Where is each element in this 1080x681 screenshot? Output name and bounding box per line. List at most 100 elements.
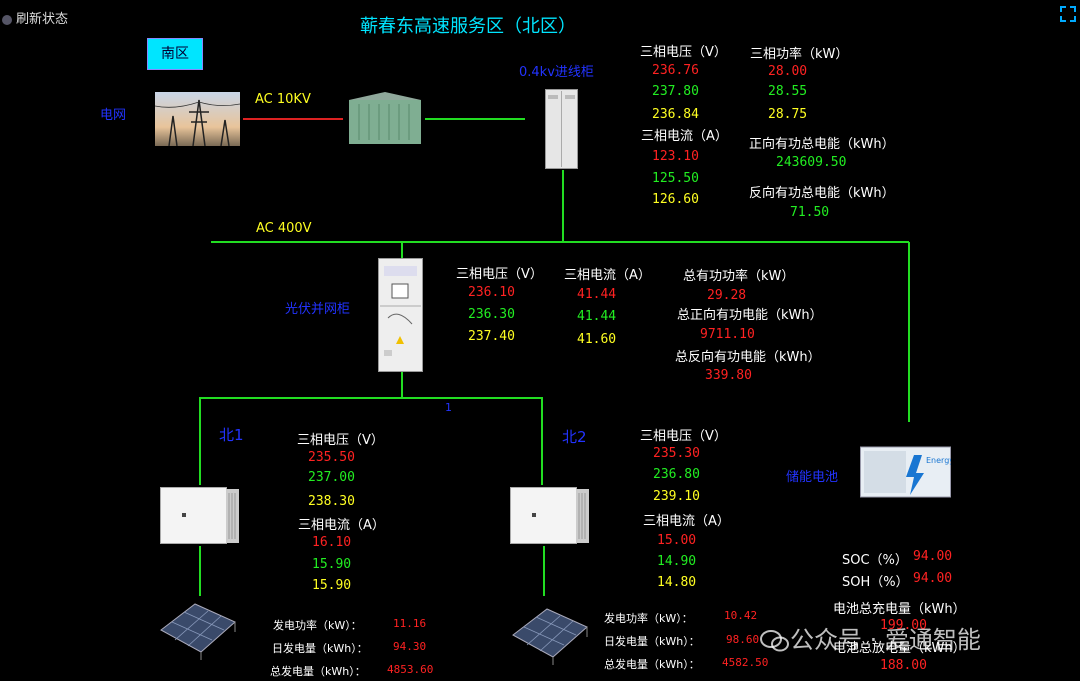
north2-voltage-b: 236.80: [653, 467, 700, 482]
grid-feeder-line: [243, 118, 343, 120]
pv-current-a: 41.44: [577, 287, 617, 302]
north1-current-a: 16.10: [312, 535, 352, 550]
page-title: 蕲春东高速服务区（北区）: [360, 16, 576, 37]
top-voltage-a: 236.76: [652, 63, 699, 78]
north1-gen-power: 11.16: [393, 617, 427, 630]
pv-total-power-title: 总有功功率（kW）: [683, 269, 795, 284]
battery-charge-title: 电池总充电量（kWh）: [833, 602, 966, 617]
north1-panel-line: [199, 546, 201, 596]
top-current-title: 三相电流（A）: [641, 129, 728, 144]
watermark: 公众号 · 爱通智能: [760, 620, 981, 655]
battery-charge-value: 199.00: [880, 618, 927, 633]
north1-voltage-title: 三相电压（V）: [297, 433, 384, 448]
transformer-link-line: [425, 118, 525, 120]
north1-current-title: 三相电流（A）: [298, 518, 385, 533]
north2-feed-line: [541, 397, 543, 485]
incoming-cabinet-drop-line: [562, 170, 564, 242]
top-power-title: 三相功率（kW）: [750, 47, 849, 62]
ac10kv-label: AC 10KV: [255, 92, 311, 107]
pv-cabinet-feed-line: [401, 242, 403, 258]
soh-label: SOH（%）: [842, 575, 909, 590]
north1-current-c: 15.90: [312, 578, 352, 593]
pv-total-power: 29.28: [707, 288, 747, 303]
transformer-image: [345, 90, 425, 146]
north2-total-energy: 4582.50: [722, 656, 769, 669]
north2-voltage-c: 239.10: [653, 489, 700, 504]
top-voltage-b: 237.80: [652, 84, 699, 99]
refresh-status[interactable]: 刷新状态: [2, 8, 68, 27]
top-current-c: 126.60: [652, 192, 699, 207]
north2-gen-power: 10.42: [724, 609, 758, 622]
north2-solar-panel-image: [507, 605, 589, 665]
top-reverse-energy-title: 反向有功总电能（kWh）: [749, 186, 895, 201]
ac400v-label: AC 400V: [256, 221, 312, 236]
top-voltage-c: 236.84: [652, 107, 699, 122]
north2-panel-line: [543, 546, 545, 596]
pv-voltage-a: 236.10: [468, 285, 515, 300]
pv-voltage-title: 三相电压（V）: [456, 267, 543, 282]
north1-voltage-a: 235.50: [308, 450, 355, 465]
storage-brand: Energy: [926, 456, 951, 465]
north1-total-energy-label: 总发电量（kWh）：: [270, 665, 366, 678]
top-power-c: 28.75: [768, 107, 808, 122]
north2-current-title: 三相电流（A）: [643, 514, 730, 529]
top-forward-energy: 243609.50: [776, 155, 847, 170]
fullscreen-icon[interactable]: [1060, 6, 1076, 22]
north1-voltage-b: 237.00: [308, 470, 355, 485]
battery-discharge-value: 188.00: [880, 658, 927, 673]
north2-inverter-image: [510, 487, 590, 544]
pv-forward-energy: 9711.10: [700, 327, 755, 342]
watermark-text: 公众号 · 爱通智能: [790, 626, 981, 654]
north2-voltage-a: 235.30: [653, 446, 700, 461]
north1-day-energy: 94.30: [393, 640, 427, 653]
north1-inverter-image: [160, 487, 240, 544]
incoming-cabinet-image: [545, 89, 578, 169]
top-power-b: 28.55: [768, 84, 808, 99]
north1-label: 北1: [219, 426, 244, 444]
top-current-a: 123.10: [652, 149, 699, 164]
pv-voltage-b: 236.30: [468, 307, 515, 322]
pv-cabinet-image: [378, 258, 423, 372]
pv-reverse-energy-title: 总反向有功电能（kWh）: [675, 350, 821, 365]
north2-current-c: 14.80: [657, 575, 697, 590]
ac400v-bus-line: [211, 241, 909, 243]
pv-current-title: 三相电流（A）: [564, 268, 651, 283]
battery-discharge-title: 电池总放电量（kWh）: [833, 641, 966, 656]
soh-value: 94.00: [913, 571, 953, 586]
status-dot-icon: [2, 14, 12, 25]
soc-value: 94.00: [913, 549, 953, 564]
tab-south-label: 南区: [161, 46, 189, 62]
pv-cabinet-drop-line: [401, 372, 403, 397]
bus-marker: 1: [445, 401, 452, 414]
refresh-label: 刷新状态: [16, 12, 69, 27]
north1-total-energy: 4853.60: [387, 663, 434, 676]
north1-feed-line: [199, 397, 201, 485]
pv-forward-energy-title: 总正向有功电能（kWh）: [677, 308, 823, 323]
grid-pylon-image: [154, 92, 241, 147]
north2-gen-power-label: 发电功率（kW）：: [604, 612, 693, 625]
top-current-b: 125.50: [652, 171, 699, 186]
north2-day-energy-label: 日发电量（kWh）：: [604, 635, 700, 648]
north1-solar-panel-image: [155, 600, 237, 660]
north1-day-energy-label: 日发电量（kWh）：: [272, 642, 368, 655]
pv-voltage-c: 237.40: [468, 329, 515, 344]
storage-label: 储能电池: [786, 470, 839, 485]
north2-total-energy-label: 总发电量（kWh）：: [604, 658, 700, 671]
top-voltage-title: 三相电压（V）: [640, 45, 727, 60]
pv-current-b: 41.44: [577, 309, 617, 324]
north2-voltage-title: 三相电压（V）: [640, 429, 727, 444]
grid-label: 电网: [100, 108, 127, 123]
pv-current-c: 41.60: [577, 332, 617, 347]
top-power-a: 28.00: [768, 64, 808, 79]
tab-south[interactable]: 南区: [147, 38, 203, 70]
top-reverse-energy: 71.50: [790, 205, 830, 220]
storage-feed-line: [908, 242, 910, 422]
pv-branch-bus-line: [199, 397, 542, 399]
north1-current-b: 15.90: [312, 557, 352, 572]
incoming-cabinet-label: 0.4kv进线柜: [519, 65, 594, 80]
storage-battery-image: Energy: [860, 443, 954, 501]
north2-day-energy: 98.60: [726, 633, 760, 646]
north1-voltage-c: 238.30: [308, 494, 355, 509]
north2-label: 北2: [562, 428, 587, 446]
wechat-icon: [760, 629, 790, 653]
